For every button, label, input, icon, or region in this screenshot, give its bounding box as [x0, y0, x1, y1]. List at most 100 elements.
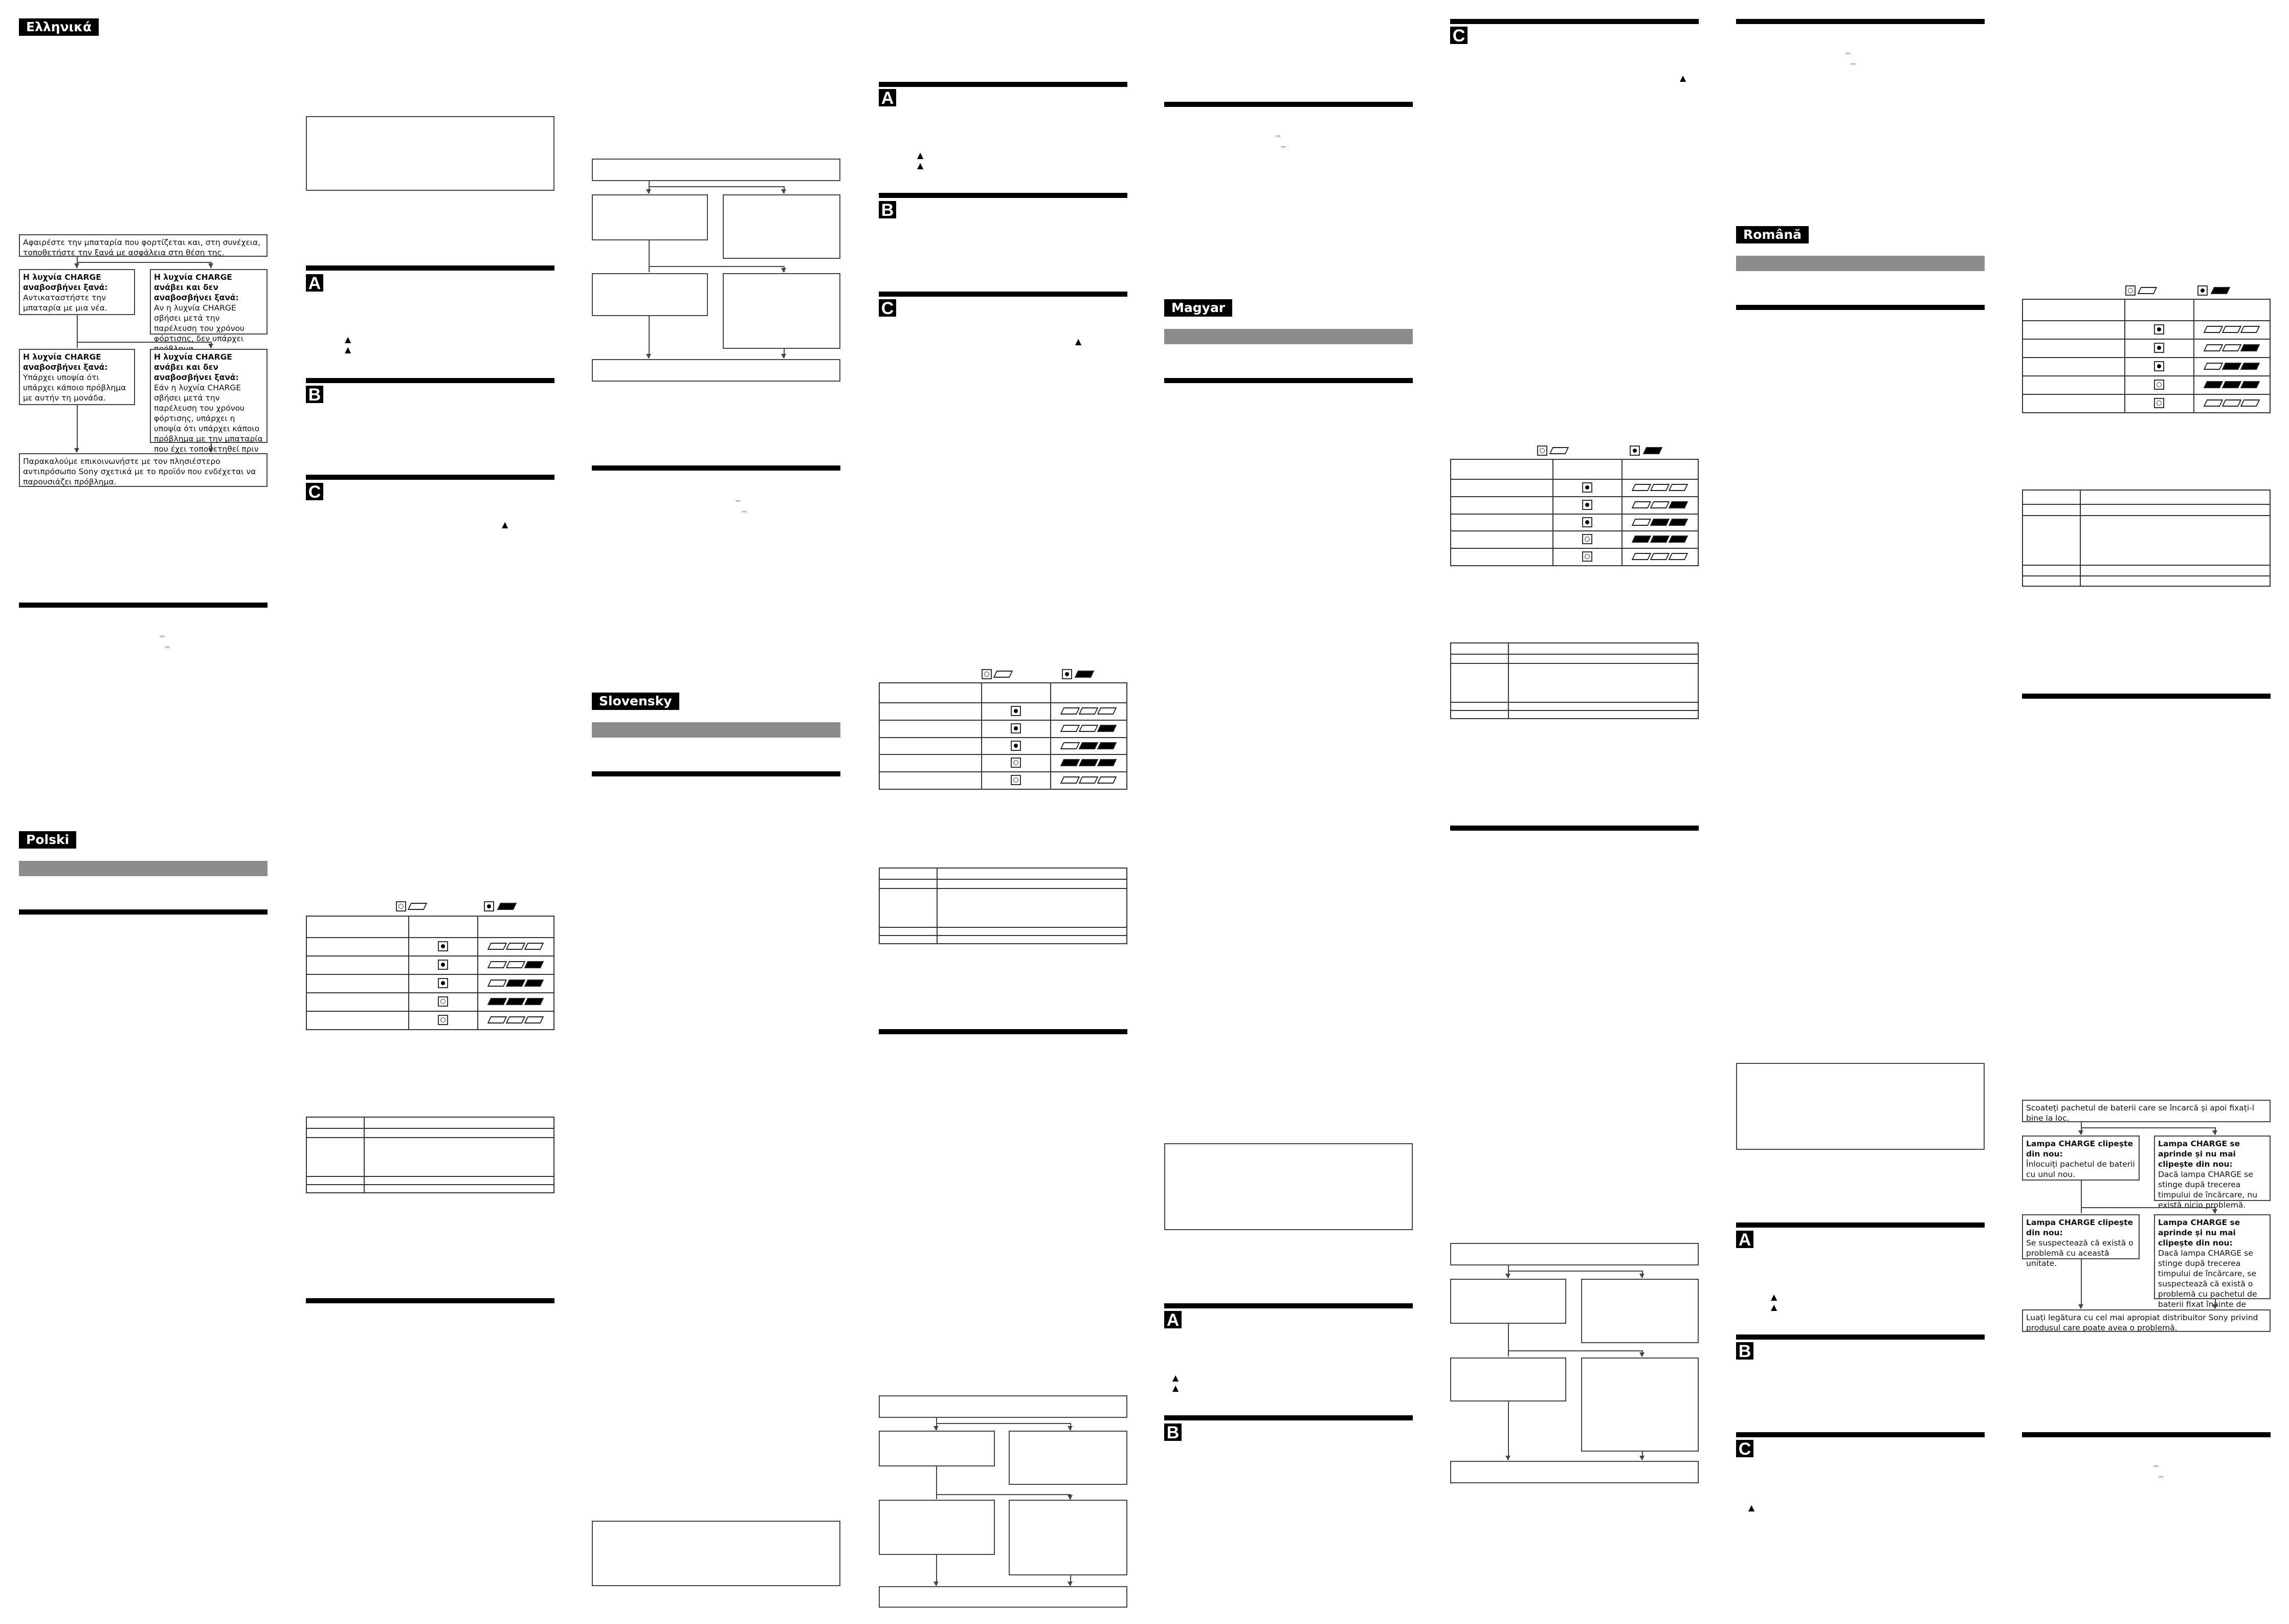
flow-bottom-box: Παρακαλούμε επικοινωνήστε με τον πλησιέσ…: [19, 453, 268, 487]
section-rule: [19, 603, 268, 608]
battery-segment-icon: [1097, 707, 1117, 715]
table-row: [1451, 710, 1698, 711]
section-rule: [1164, 378, 1413, 383]
lamp-on-icon: [437, 941, 448, 951]
flow-left2-text: Υπάρχει υποψία ότι υπάρχει κάποιο πρόβλη…: [23, 373, 126, 403]
triangle-icon: ▲: [917, 161, 924, 170]
lamp-off-icon: [396, 901, 406, 911]
table-row: [2023, 394, 2270, 395]
battery-segment-icon: [1650, 501, 1670, 508]
flow-right1-box: Lampa CHARGE se aprinde și nu mai clipeș…: [2154, 1136, 2271, 1210]
table-row: [1451, 654, 1698, 655]
triangle-icon: ▲: [1771, 1292, 1777, 1302]
lamp-off-icon: [2153, 380, 2164, 390]
section-letter-b: B: [1736, 1342, 1753, 1361]
battery-segment-icon: [524, 998, 544, 1005]
battery-segment-icon: [2240, 326, 2260, 333]
lamp-off-icon: [437, 996, 448, 1007]
triangle-icon: ▲: [1172, 1373, 1179, 1383]
section-rule: [592, 771, 840, 776]
language-tag-polish: Polski: [19, 831, 77, 849]
battery-segment-icon: [524, 961, 544, 968]
note-box: [1736, 1063, 1985, 1150]
section-letter-a: A: [1736, 1231, 1753, 1249]
table-row: [1451, 496, 1698, 497]
battery-segment-icon: [524, 980, 544, 987]
section-rule: [1450, 19, 1699, 24]
battery-segment-icon: [524, 1016, 544, 1024]
dc-symbol: ⎓: [2153, 1462, 2159, 1470]
flow-right1-box: Η λυχνία CHARGE ανάβει και δεν αναβοσβήν…: [150, 269, 268, 353]
lamp-on-icon: [437, 960, 448, 970]
table-col-divider: [2124, 300, 2125, 412]
charge-indicator-table: [2022, 299, 2271, 413]
note-box: [306, 116, 554, 191]
battery-segment-icon: [407, 903, 428, 910]
flow-left1-text: Înlocuiți pachetul de baterii cu unul no…: [2026, 1160, 2135, 1179]
triangle-icon: ▲: [1748, 1503, 1755, 1512]
triangle-icon: ▲: [502, 520, 508, 529]
battery-segment-icon: [1650, 553, 1670, 561]
charge-indicator-table: [306, 916, 554, 1030]
table-row: [880, 888, 1126, 889]
table-row: [307, 1128, 553, 1129]
battery-segment-icon: [1097, 759, 1117, 767]
battery-segment-icon: [1668, 483, 1688, 491]
section-rule: [879, 292, 1127, 297]
battery-segment-icon: [1097, 776, 1117, 784]
lamp-off-icon: [1582, 551, 1592, 562]
flow-right2-title: Lampa CHARGE se aprinde și nu mai clipeș…: [2158, 1218, 2240, 1248]
battery-segment-icon: [2221, 344, 2241, 351]
section-rule: [19, 909, 268, 915]
dc-symbol: ⎓: [736, 497, 741, 504]
table-row: [2023, 375, 2270, 376]
lamp-on-icon: [1010, 740, 1021, 751]
flow-right1-text: Αν η λυχνία CHARGE σβήσει μετά την παρέλ…: [154, 303, 245, 353]
battery-segment-icon: [487, 980, 507, 987]
dc-symbol: ⎓: [1851, 60, 1856, 68]
battery-segment-icon: [1650, 536, 1670, 543]
battery-segment-icon: [2221, 399, 2241, 407]
battery-segment-icon: [2137, 287, 2158, 294]
battery-segment-icon: [1060, 724, 1080, 732]
battery-segment-icon: [1078, 742, 1098, 749]
flow-left1-text: Αντικαταστήστε την μπαταρία με μια νέα.: [23, 293, 107, 313]
lamp-on-icon: [2197, 285, 2208, 296]
table-row: [2023, 339, 2270, 340]
dc-symbol: ⎓: [160, 633, 165, 640]
table-col-divider: [2080, 491, 2081, 586]
dc-symbol: ⎓: [742, 508, 747, 515]
table-col-divider: [2193, 300, 2194, 412]
flow-left1-box: Lampa CHARGE clipește din nou: Înlocuiți…: [2022, 1136, 2140, 1181]
flow-right1-text: Dacă lampa CHARGE se stinge după trecere…: [2158, 1170, 2258, 1210]
battery-segment-icon: [1631, 483, 1651, 491]
battery-segment-icon: [1642, 447, 1663, 454]
battery-segment-icon: [2210, 287, 2231, 294]
battery-segment-icon: [1650, 483, 1670, 491]
section-rule: [2022, 1432, 2271, 1437]
dc-symbol: ⎓: [1846, 50, 1851, 57]
section-rule: [1736, 1432, 1985, 1437]
battery-segment-icon: [2203, 381, 2223, 388]
table-row: [307, 955, 553, 956]
battery-segment-icon: [505, 980, 525, 987]
table-row: [307, 974, 553, 975]
flow-left1-title: Lampa CHARGE clipește din nou:: [2026, 1139, 2133, 1159]
section-letter-c: C: [879, 299, 896, 318]
table-col-divider: [408, 917, 409, 1029]
battery-segment-icon: [487, 1016, 507, 1024]
section-letter-b: B: [879, 201, 896, 219]
table-row: [307, 1184, 553, 1185]
table-col-divider: [364, 1118, 365, 1192]
dc-symbol: ⎓: [1276, 132, 1281, 140]
lamp-on-icon: [1582, 482, 1592, 493]
battery-segment-icon: [1074, 671, 1095, 678]
language-tag-romanian: Română: [1736, 226, 1809, 243]
battery-segment-icon: [1097, 724, 1117, 732]
triangle-icon: ▲: [1075, 337, 1082, 346]
lamp-on-icon: [1582, 499, 1592, 510]
flow-left2-title: Lampa CHARGE clipește din nou:: [2026, 1218, 2133, 1237]
table-row: [2023, 575, 2270, 576]
battery-segment-icon: [1078, 724, 1098, 732]
battery-segment-icon: [1668, 536, 1688, 543]
